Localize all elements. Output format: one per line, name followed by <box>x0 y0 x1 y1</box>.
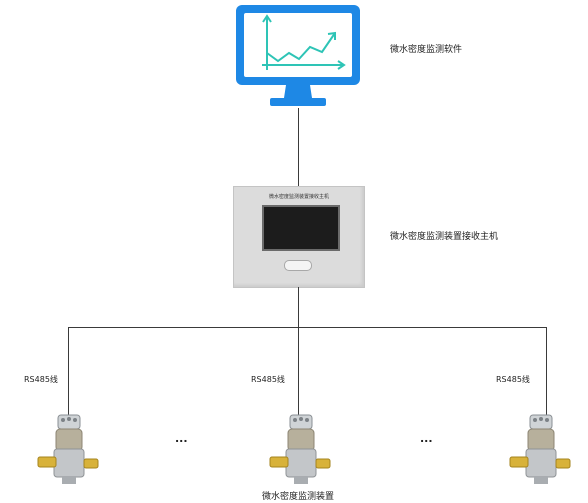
cabinet-panel-text: 微水密度监测装置接收主机 <box>268 194 329 200</box>
cable-label: RS485线 <box>251 375 285 384</box>
sensor-device-icon <box>269 414 331 484</box>
ellipsis: ... <box>420 432 433 445</box>
ellipsis: ... <box>175 432 188 445</box>
drop-line <box>68 327 69 417</box>
device-label: 微水密度监测装置 <box>262 492 335 502</box>
connector-line <box>298 287 299 327</box>
bus-line <box>68 327 547 328</box>
monitor-icon <box>236 5 360 106</box>
host-label: 微水密度监测装置接收主机 <box>390 232 499 242</box>
drop-line <box>298 327 299 417</box>
cable-label: RS485线 <box>496 375 530 384</box>
trend-chart-icon <box>262 14 346 70</box>
drop-line <box>546 327 547 417</box>
host-screen <box>262 205 340 251</box>
sensor-device-icon <box>509 414 571 484</box>
sensor-device-icon <box>37 414 99 484</box>
monitor-label: 微水密度监测软件 <box>390 45 463 55</box>
host-cabinet: 微水密度监测装置接收主机 <box>233 186 365 288</box>
cabinet-handle <box>284 260 312 271</box>
connector-line <box>298 108 299 186</box>
cable-label: RS485线 <box>24 375 58 384</box>
